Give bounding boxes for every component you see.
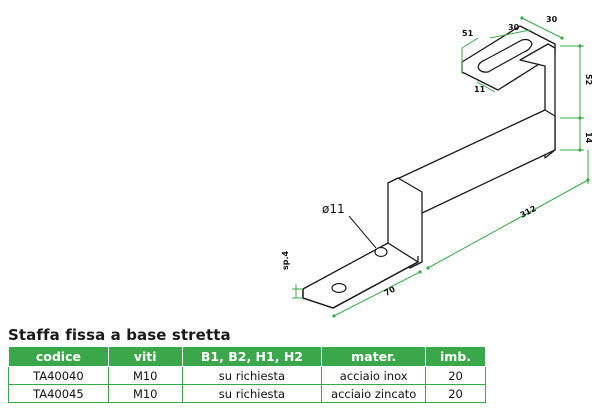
- header-dimensions: B1, B2, H1, H2: [181, 346, 323, 367]
- header-packaging: imb.: [425, 346, 486, 367]
- cell-dimensions: su richiesta: [182, 366, 323, 385]
- dim-height-upper: 52: [584, 74, 593, 85]
- table-header-row: codice viti B1, B2, H1, H2 mater. imb.: [8, 346, 486, 367]
- cell-packaging: 20: [425, 384, 486, 403]
- dim-slot-depth: 11: [474, 85, 486, 94]
- cell-screws: M10: [108, 366, 183, 385]
- table-row: TA40045 M10 su richiesta acciaio zincato…: [8, 384, 486, 403]
- dim-length: 312: [519, 204, 538, 220]
- base-plate: [302, 242, 419, 309]
- base-plate-edge: [302, 256, 419, 309]
- lower-hole: [331, 282, 347, 294]
- header-viti: viti: [107, 346, 183, 367]
- cell-dimensions: su richiesta: [182, 384, 323, 403]
- cell-code: TA40040: [8, 366, 109, 385]
- product-title: Staffa fissa a base stretta: [8, 326, 231, 344]
- cell-material: acciaio zincato: [321, 384, 427, 403]
- slot: [477, 38, 533, 73]
- hole-diameter-label: ø11: [322, 202, 345, 216]
- bracket-outline: [302, 25, 556, 309]
- dim-top-width: 30: [546, 15, 558, 24]
- dim-height-middle: 14: [584, 132, 593, 144]
- dimension-lines: [292, 17, 589, 317]
- cell-screws: M10: [108, 384, 183, 403]
- header-codice: codice: [8, 346, 109, 367]
- cell-code: TA40045: [8, 384, 109, 403]
- dim-thickness: sp.4: [281, 250, 290, 270]
- dim-slot-width: 30: [508, 23, 520, 32]
- dim-slot-length: 51: [462, 29, 474, 38]
- table-row: TA40040 M10 su richiesta acciaio inox 20: [8, 366, 486, 385]
- header-material: mater.: [321, 346, 427, 367]
- dim-base-length: 70: [383, 284, 397, 297]
- cell-material: acciaio inox: [321, 366, 427, 385]
- cell-packaging: 20: [425, 366, 486, 385]
- dimension-arrows: [332, 16, 590, 318]
- upper-hole: [374, 246, 388, 258]
- spec-table: codice viti B1, B2, H1, H2 mater. imb. T…: [8, 346, 486, 403]
- bracket-technical-drawing: 30 30 51 11 52 14 312 70 sp.4 ø11: [281, 15, 593, 318]
